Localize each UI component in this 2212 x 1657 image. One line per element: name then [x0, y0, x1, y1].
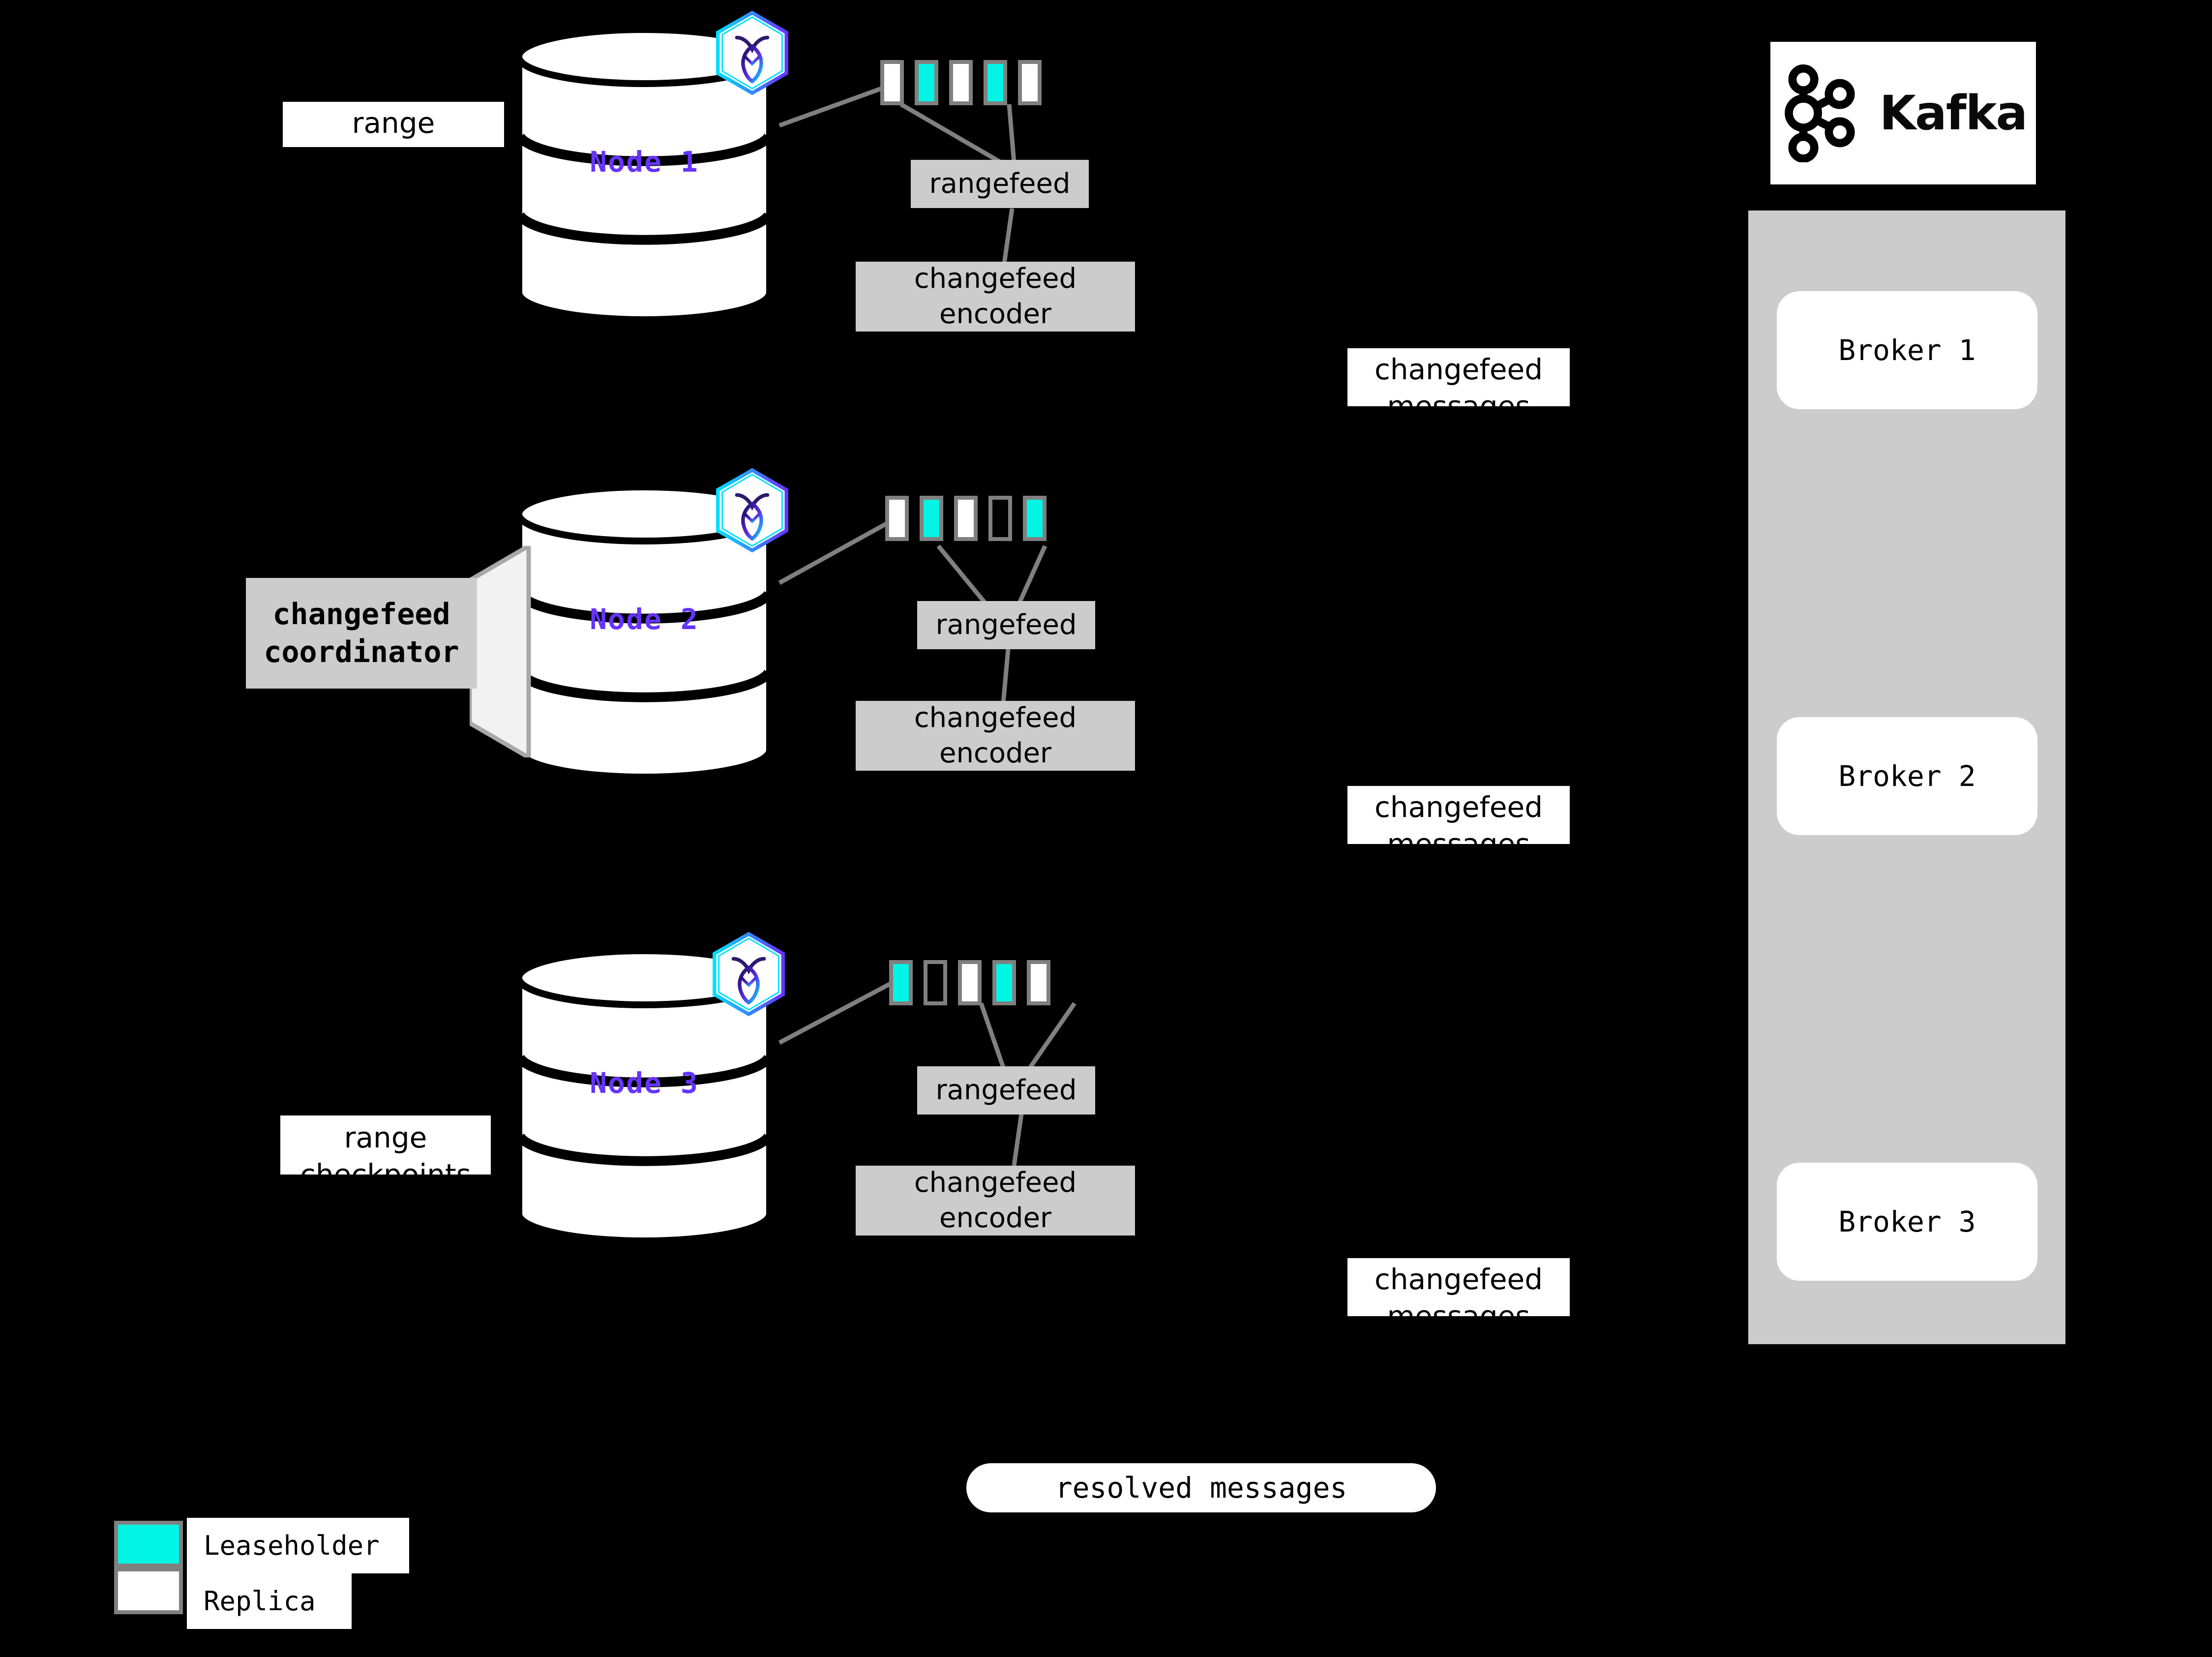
range-cell[interactable]: [958, 960, 982, 1005]
message-line-2: messages: [1347, 826, 1570, 844]
kafka-broker-2[interactable]: Broker 2: [1777, 717, 2037, 835]
cockroachdb-logo-icon-1: [712, 10, 793, 96]
node-1-rangefeed-box[interactable]: rangefeed: [911, 160, 1089, 208]
node-2-range-strip: [885, 496, 1057, 541]
legend-label-replica: Replica: [187, 1573, 352, 1629]
legend-swatch-leaseholder: [114, 1521, 183, 1567]
range-cell[interactable]: [885, 496, 909, 541]
range-cell[interactable]: [992, 960, 1016, 1005]
node-2-rangefeed-box[interactable]: rangefeed: [917, 601, 1095, 649]
changefeed-messages-label-3: changefeed messages: [1347, 1258, 1570, 1316]
node-3-rangefeed-box[interactable]: rangefeed: [917, 1066, 1095, 1115]
range-cell[interactable]: [1027, 960, 1050, 1005]
node-3-label: Node 3: [590, 1066, 699, 1100]
node-1-label: Node 1: [590, 145, 699, 179]
kafka-broker-3[interactable]: Broker 3: [1777, 1163, 2037, 1281]
broker-label: Broker 1: [1838, 333, 1976, 367]
checkpoint-line-1: range: [352, 106, 435, 140]
range-cell[interactable]: [1018, 60, 1042, 105]
legend-swatch-replica: [114, 1567, 183, 1614]
encoder-line-2: encoder: [939, 737, 1052, 769]
kafka-wordmark: Kafka: [1879, 86, 2028, 141]
legend-label-leaseholder: Leaseholder: [187, 1518, 409, 1573]
range-cell[interactable]: [880, 60, 904, 105]
changefeed-messages-label-1: changefeed messages: [1347, 348, 1570, 406]
rangefeed-label: rangefeed: [929, 168, 1071, 200]
coordinator-line-2: coordinator: [264, 634, 459, 669]
message-line-1: changefeed: [1374, 353, 1543, 386]
changefeed-messages-label-2: changefeed messages: [1347, 786, 1570, 844]
legend-text: Leaseholder: [204, 1530, 380, 1561]
range-cell[interactable]: [988, 496, 1012, 541]
resolved-messages-pill[interactable]: resolved messages: [966, 1463, 1436, 1512]
node-2-changefeed-encoder-box[interactable]: changefeed encoder: [856, 701, 1135, 771]
range-cell[interactable]: [949, 60, 973, 105]
rangefeed-label: rangefeed: [935, 609, 1077, 641]
encoder-line-1: changefeed: [914, 1167, 1077, 1199]
kafka-mark-icon: [1784, 64, 1855, 162]
message-line-2: messages: [1347, 388, 1570, 406]
range-cell[interactable]: [984, 60, 1007, 105]
encoder-line-2: encoder: [939, 298, 1052, 330]
range-cell[interactable]: [954, 496, 978, 541]
coordinator-line-1: changefeed: [272, 597, 450, 632]
range-cell[interactable]: [889, 960, 913, 1005]
checkpoint-line-1: range: [344, 1121, 427, 1154]
message-line-2: messages: [1347, 1298, 1570, 1316]
encoder-line-1: changefeed: [914, 263, 1077, 295]
encoder-line-2: encoder: [939, 1202, 1052, 1234]
node-1-changefeed-encoder-box[interactable]: changefeed encoder: [856, 262, 1135, 331]
range-cell[interactable]: [924, 960, 947, 1005]
checkpoint-line-2: checkpoints: [280, 1156, 491, 1175]
broker-label: Broker 3: [1838, 1205, 1976, 1238]
kafka-inbound-arrow: [2063, 328, 2088, 351]
node-2-cylinder: Node 2: [514, 484, 775, 780]
node-3-changefeed-encoder-box[interactable]: changefeed encoder: [856, 1166, 1135, 1235]
range-cell[interactable]: [1023, 496, 1046, 541]
node-1-range-strip: [880, 60, 1052, 105]
broker-label: Broker 2: [1838, 759, 1976, 793]
resolved-messages-label: resolved messages: [1055, 1471, 1347, 1505]
range-cell[interactable]: [920, 496, 943, 541]
checkpoint-line-2: checkpoints: [283, 142, 504, 147]
range-cell[interactable]: [915, 60, 938, 105]
rangefeed-label: rangefeed: [935, 1074, 1077, 1107]
node-3-range-checkpoints-label: range checkpoints: [280, 1115, 491, 1175]
node-3-cylinder: Node 3: [514, 948, 775, 1243]
legend-text: Replica: [204, 1586, 316, 1617]
node-1-range-checkpoints-label: range checkpoints: [283, 102, 504, 147]
node-2-label: Node 2: [590, 603, 699, 636]
changefeed-coordinator-pointer: [467, 542, 558, 761]
kafka-logo: Kafka: [1770, 42, 2036, 184]
cockroachdb-logo-icon-3: [708, 931, 789, 1017]
message-line-1: changefeed: [1374, 1263, 1543, 1296]
kafka-broker-1[interactable]: Broker 1: [1777, 291, 2037, 409]
message-line-1: changefeed: [1374, 790, 1543, 824]
encoder-line-1: changefeed: [914, 702, 1077, 734]
changefeed-coordinator-box[interactable]: changefeed coordinator: [246, 578, 477, 689]
cockroachdb-logo-icon-2: [712, 467, 793, 553]
legend: Leaseholder Replica: [114, 1518, 419, 1629]
node-3-range-strip: [889, 960, 1061, 1005]
node-1-cylinder: Node 1: [514, 27, 775, 322]
